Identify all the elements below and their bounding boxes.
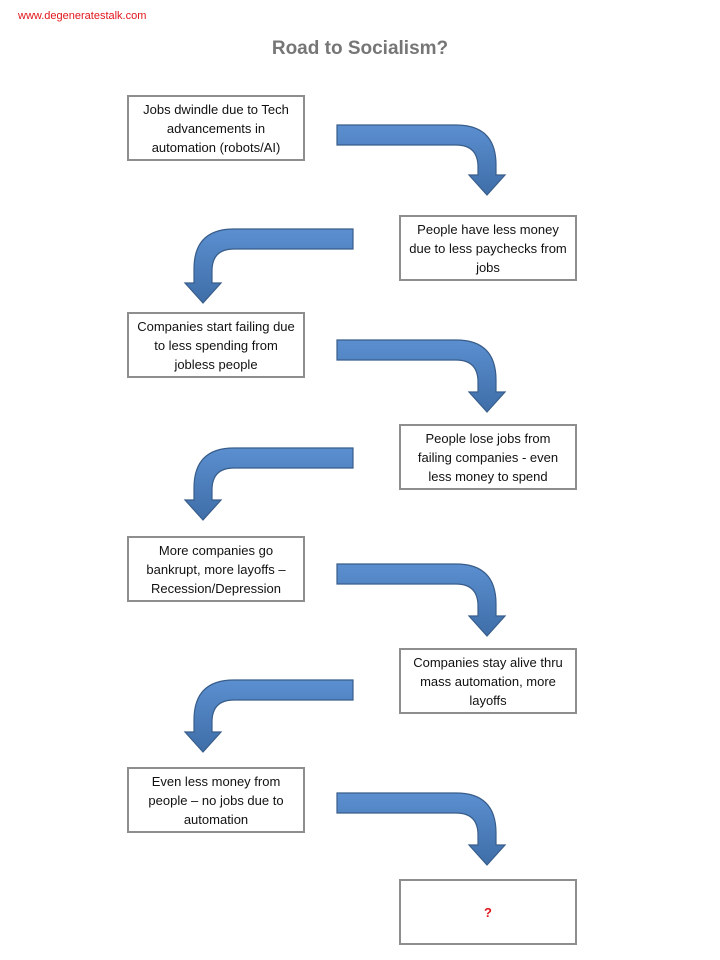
flow-step-text: Even less money from people – no jobs du… <box>148 773 284 827</box>
right-arrow-icon <box>336 563 507 637</box>
right-arrow-icon <box>336 339 507 413</box>
flow-step-text: Companies start failing due to less spen… <box>137 318 295 372</box>
flow-step-box: Even less money from people – no jobs du… <box>127 767 305 833</box>
right-arrow-icon <box>336 792 507 866</box>
flow-step-box: Companies stay alive thru mass automatio… <box>399 648 577 714</box>
question-mark: ? <box>484 904 492 920</box>
flow-step-text: People have less money due to less paych… <box>409 221 567 275</box>
flow-step-text: More companies go bankrupt, more layoffs… <box>146 542 286 596</box>
left-arrow-icon <box>183 228 354 304</box>
final-question-box: ? <box>399 879 577 945</box>
left-arrow-icon <box>183 679 354 753</box>
right-arrow-icon <box>336 124 507 196</box>
flow-step-text: Jobs dwindle due to Tech advancements in… <box>143 101 289 155</box>
flow-step-box: Companies start failing due to less spen… <box>127 312 305 378</box>
flow-step-box: People have less money due to less paych… <box>399 215 577 281</box>
flow-step-text: People lose jobs from failing companies … <box>417 430 559 484</box>
left-arrow-icon <box>183 447 354 521</box>
website-link[interactable]: www.degeneratestalk.com <box>18 10 147 22</box>
flow-step-text: Companies stay alive thru mass automatio… <box>413 654 563 708</box>
flow-step-box: More companies go bankrupt, more layoffs… <box>127 536 305 602</box>
flow-step-box: Jobs dwindle due to Tech advancements in… <box>127 95 305 161</box>
flow-step-box: People lose jobs from failing companies … <box>399 424 577 490</box>
page-title: Road to Socialism? <box>271 38 449 59</box>
